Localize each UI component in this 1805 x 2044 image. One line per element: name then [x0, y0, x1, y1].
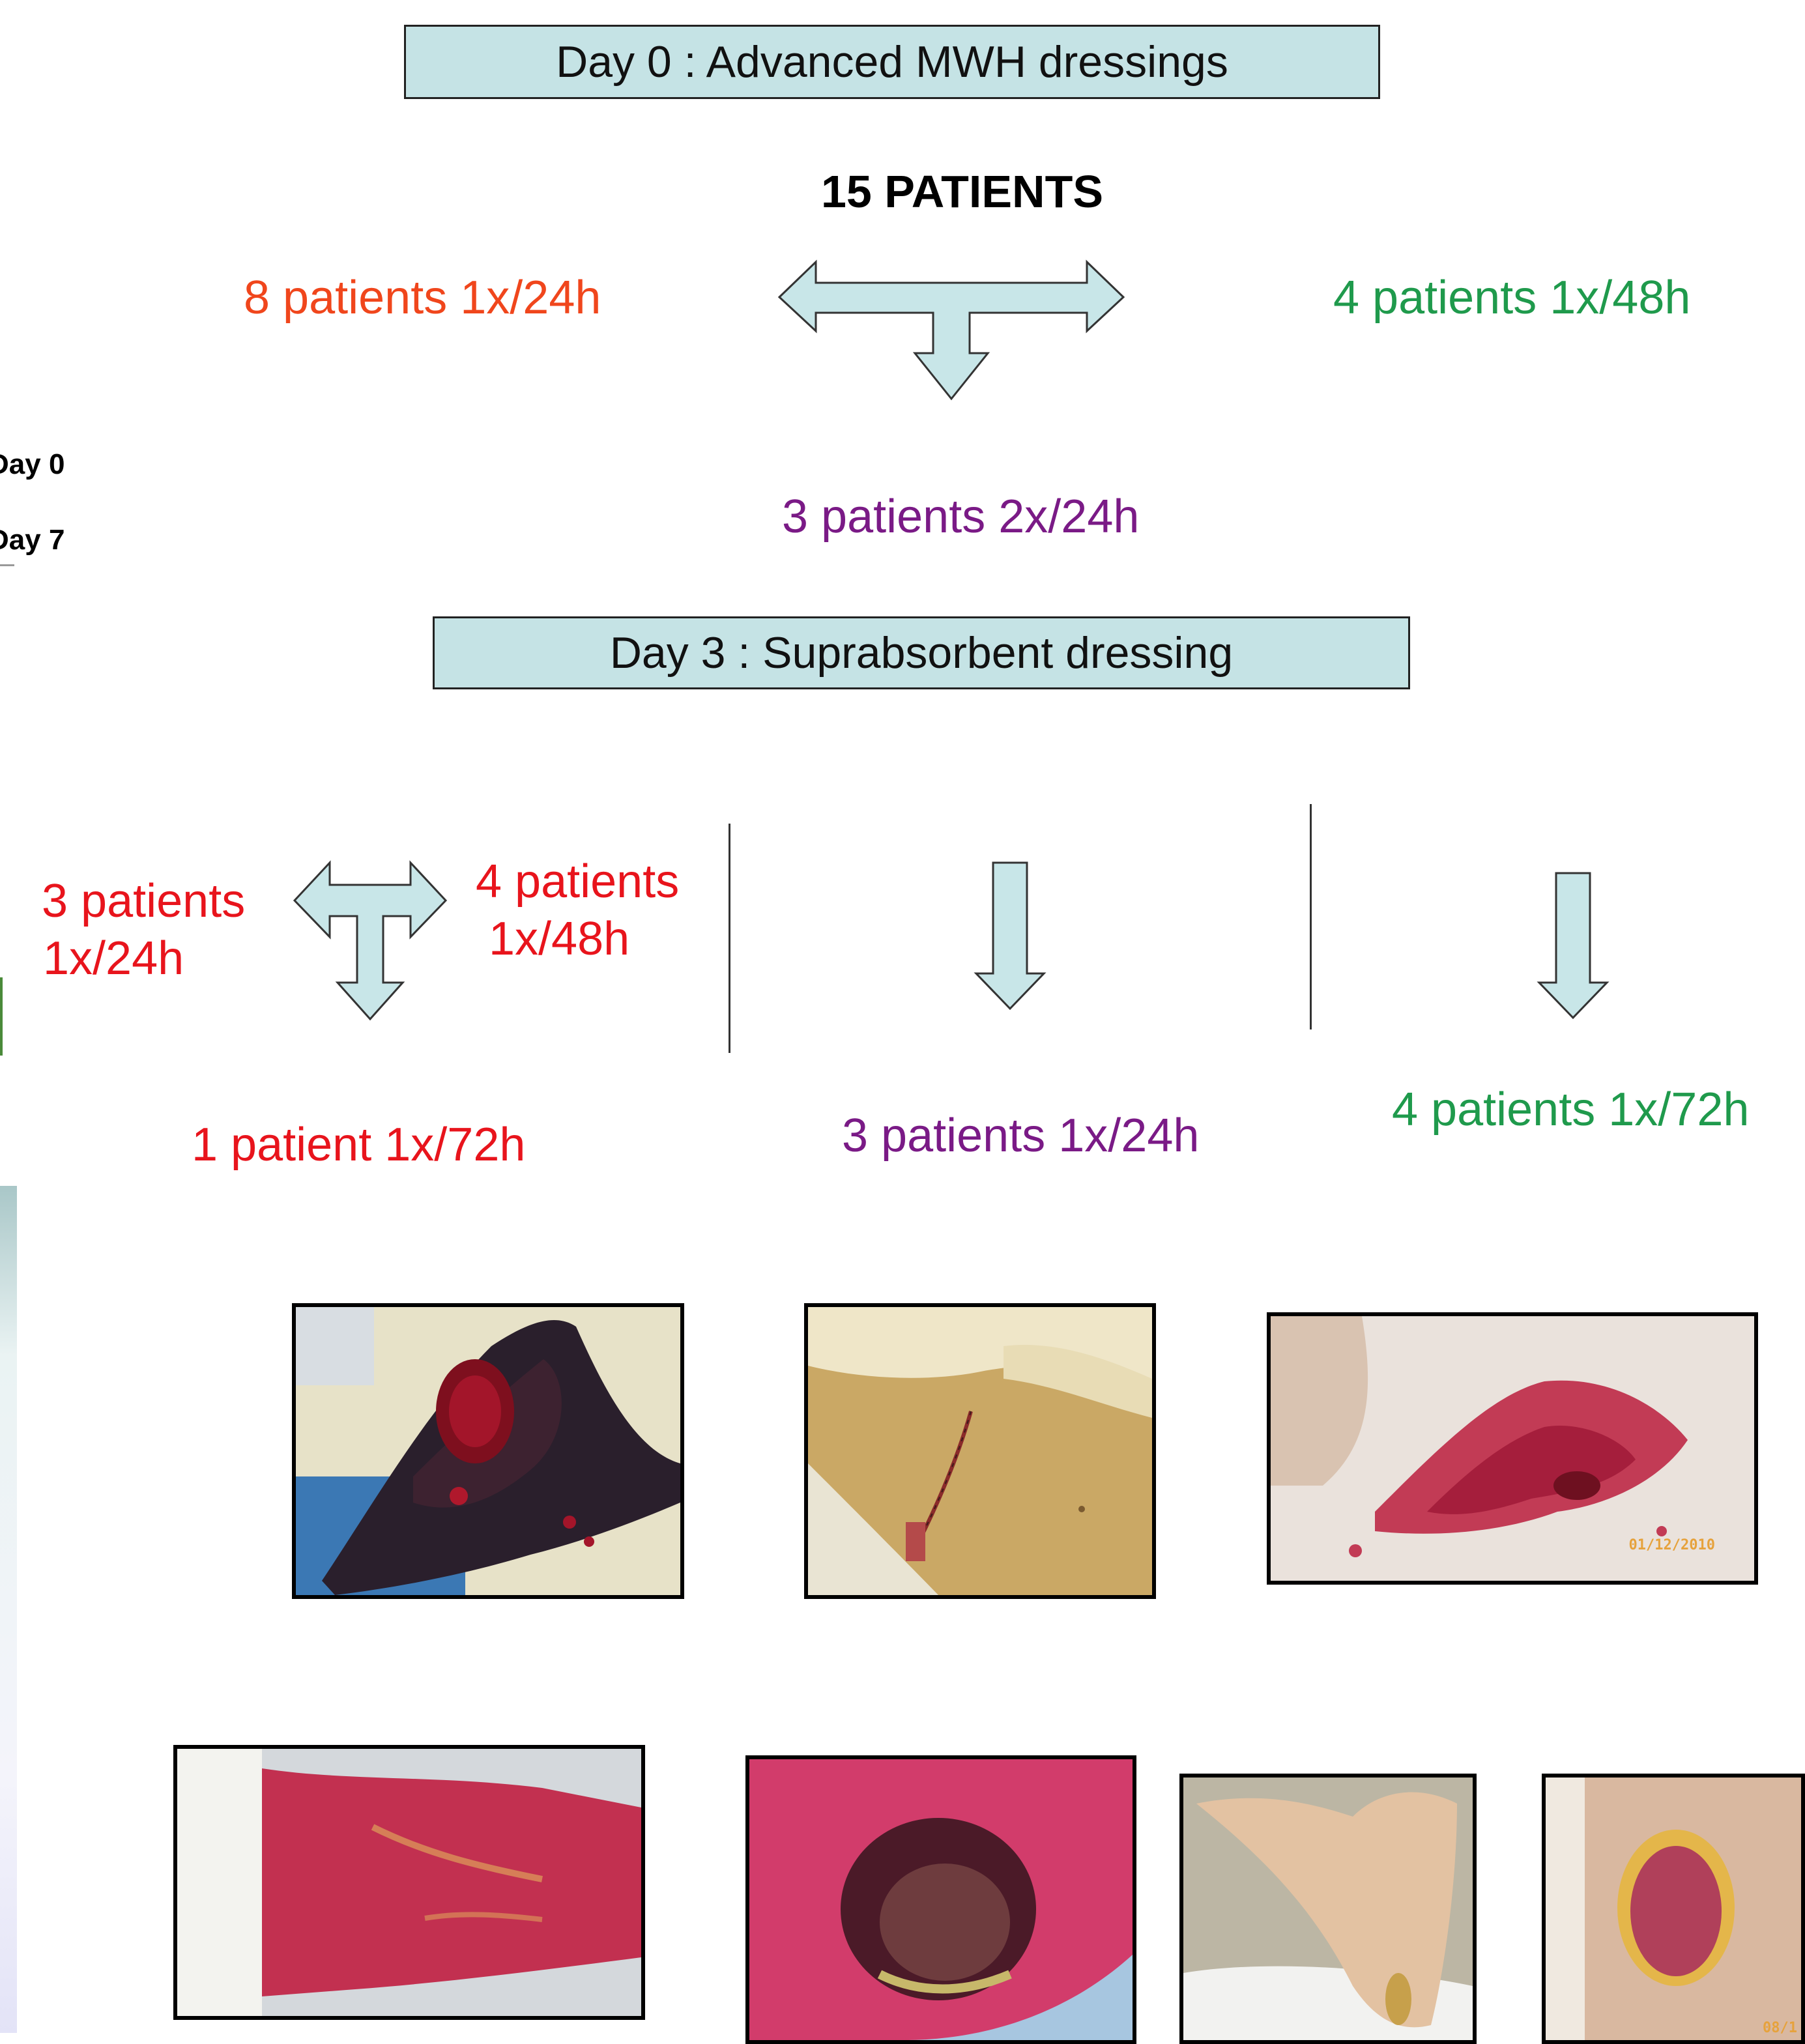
edge-fragment-green: [0, 977, 3, 1056]
edge-fragment-panel: [0, 1186, 17, 2033]
top-split-arrow: [779, 261, 1123, 401]
col3-result: 4 patients 1x/72h: [1392, 1082, 1749, 1138]
edge-label-day0: Day 0: [0, 448, 65, 481]
wound-photo-foot: [1179, 1774, 1477, 2044]
divider-1: [729, 824, 730, 1053]
edge-label-day7: Day 7: [0, 524, 65, 556]
day0-box: Day 0 : Advanced MWH dressings: [404, 25, 1380, 99]
col1-left-line2: 1x/24h: [43, 930, 184, 986]
wound-photo-abdomen: [804, 1303, 1156, 1599]
col1-result: 1 patient 1x/72h: [192, 1117, 525, 1173]
wound-photo-chest: 01/12/2010: [1267, 1312, 1758, 1585]
col1-split-arrow: [295, 861, 446, 1020]
col1-right-line1: 4 patients: [476, 854, 679, 910]
photo-date-stamp-2: 08/1: [1763, 2020, 1797, 2036]
top-right-group: 4 patients 1x/48h: [1333, 270, 1690, 326]
col2-down-arrow: [975, 861, 1045, 1010]
col1-left-line1: 3 patients: [42, 873, 245, 929]
day0-box-label: Day 0 : Advanced MWH dressings: [556, 36, 1228, 87]
edge-fragment-line: [0, 564, 14, 566]
day3-box: Day 3 : Suprabsorbent dressing: [433, 616, 1410, 689]
wound-photo-leg: [173, 1745, 645, 2020]
wound-photo-arm: [292, 1303, 684, 1599]
top-bottom-group: 3 patients 2x/24h: [782, 489, 1139, 545]
col3-down-arrow: [1538, 872, 1608, 1019]
total-patients: 15 PATIENTS: [821, 164, 1103, 219]
col1-right-line2: 1x/48h: [489, 911, 629, 967]
wound-photo-ankle: 08/1: [1542, 1774, 1805, 2044]
top-left-group: 8 patients 1x/24h: [244, 270, 601, 326]
col2-result: 3 patients 1x/24h: [842, 1108, 1199, 1164]
wound-photo-heel: [745, 1755, 1136, 2044]
divider-2: [1310, 804, 1312, 1029]
photo-date-stamp: 01/12/2010: [1629, 1537, 1715, 1553]
day3-box-label: Day 3 : Suprabsorbent dressing: [610, 627, 1233, 678]
